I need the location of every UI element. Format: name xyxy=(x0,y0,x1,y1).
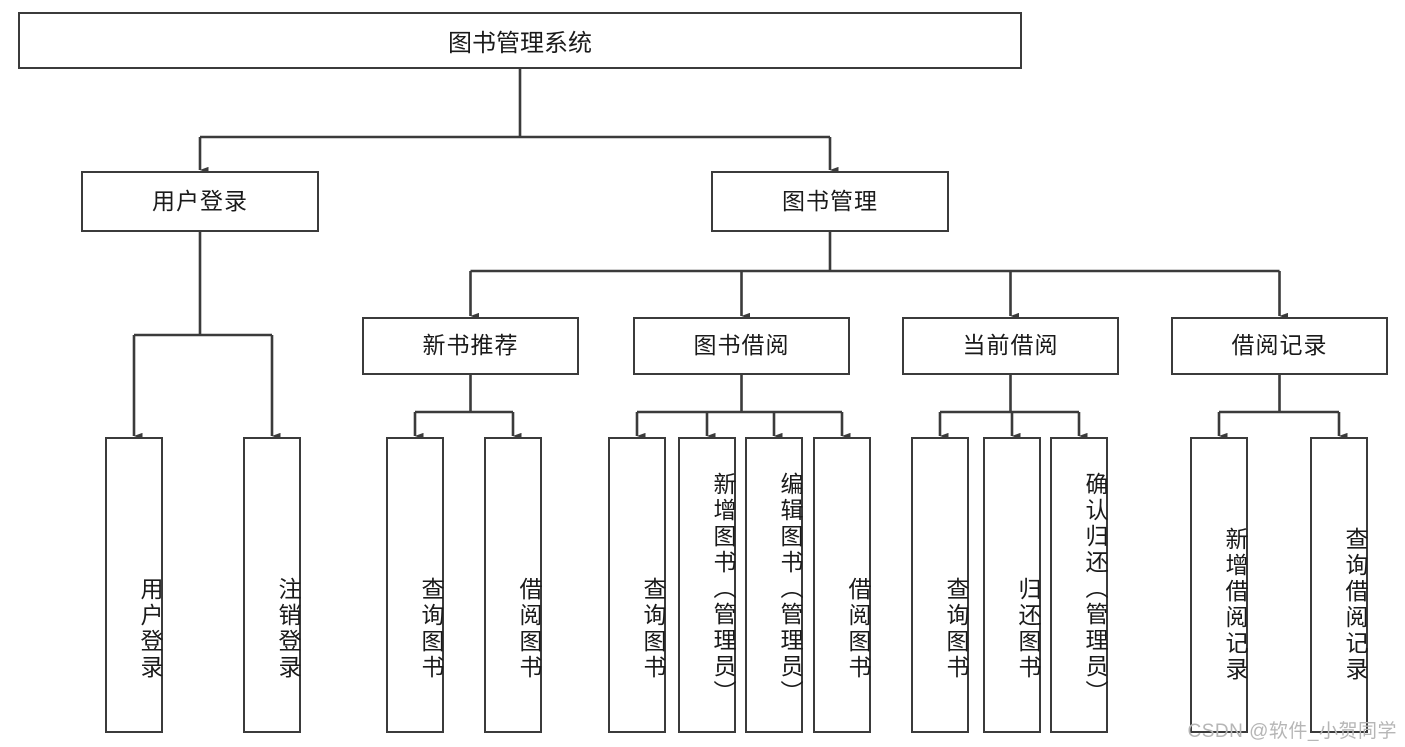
leaf-user-login[interactable]: 用户登录 xyxy=(105,437,163,733)
node-user-login[interactable]: 用户登录 xyxy=(81,171,319,232)
leaf-query-book-borrow[interactable]: 查询图书 xyxy=(608,437,666,733)
node-book-borrow[interactable]: 图书借阅 xyxy=(633,317,850,375)
node-label: 图书管理系统 xyxy=(448,30,592,57)
node-label: 借阅图书 xyxy=(845,577,871,681)
node-label: 用户登录 xyxy=(152,187,248,214)
leaf-borrow-book[interactable]: 借阅图书 xyxy=(813,437,871,733)
node-label: 确认归还（管理员） xyxy=(1082,472,1108,706)
leaf-query-book-current[interactable]: 查询图书 xyxy=(911,437,969,733)
node-root[interactable]: 图书管理系统 xyxy=(18,12,1022,69)
node-label: 注销登录 xyxy=(275,577,301,681)
leaf-return-book[interactable]: 归还图书 xyxy=(983,437,1041,733)
leaf-add-borrow-record[interactable]: 新增借阅记录 xyxy=(1190,437,1248,733)
node-label: 新增图书（管理员） xyxy=(710,472,736,706)
leaf-logout[interactable]: 注销登录 xyxy=(243,437,301,733)
leaf-add-book-admin[interactable]: 新增图书（管理员） xyxy=(678,437,736,733)
node-label: 借阅记录 xyxy=(1231,332,1328,359)
node-label: 查询图书 xyxy=(943,577,969,681)
leaf-borrow-book-recommend[interactable]: 借阅图书 xyxy=(484,437,542,733)
node-label: 借阅图书 xyxy=(516,577,542,681)
watermark: CSDN @软件_小贺同学 xyxy=(1187,721,1397,742)
leaf-edit-book-admin[interactable]: 编辑图书（管理员） xyxy=(745,437,803,733)
node-new-book-recommend[interactable]: 新书推荐 xyxy=(362,317,579,375)
node-borrow-record[interactable]: 借阅记录 xyxy=(1171,317,1388,375)
node-label: 查询图书 xyxy=(418,577,444,681)
node-label: 当前借阅 xyxy=(962,332,1059,359)
node-current-borrow[interactable]: 当前借阅 xyxy=(902,317,1119,375)
node-label: 查询图书 xyxy=(640,577,666,681)
node-label: 新书推荐 xyxy=(422,332,519,359)
leaf-confirm-return-admin[interactable]: 确认归还（管理员） xyxy=(1050,437,1108,733)
node-label: 归还图书 xyxy=(1015,577,1041,681)
node-label: 图书管理 xyxy=(782,187,878,214)
node-label: 新增借阅记录 xyxy=(1222,527,1248,683)
node-book-management[interactable]: 图书管理 xyxy=(711,171,949,232)
node-label: 编辑图书（管理员） xyxy=(777,472,803,706)
leaf-query-book-recommend[interactable]: 查询图书 xyxy=(386,437,444,733)
leaf-query-borrow-record[interactable]: 查询借阅记录 xyxy=(1310,437,1368,733)
node-label: 查询借阅记录 xyxy=(1342,527,1368,683)
node-label: 图书借阅 xyxy=(693,332,790,359)
node-label: 用户登录 xyxy=(137,577,163,681)
